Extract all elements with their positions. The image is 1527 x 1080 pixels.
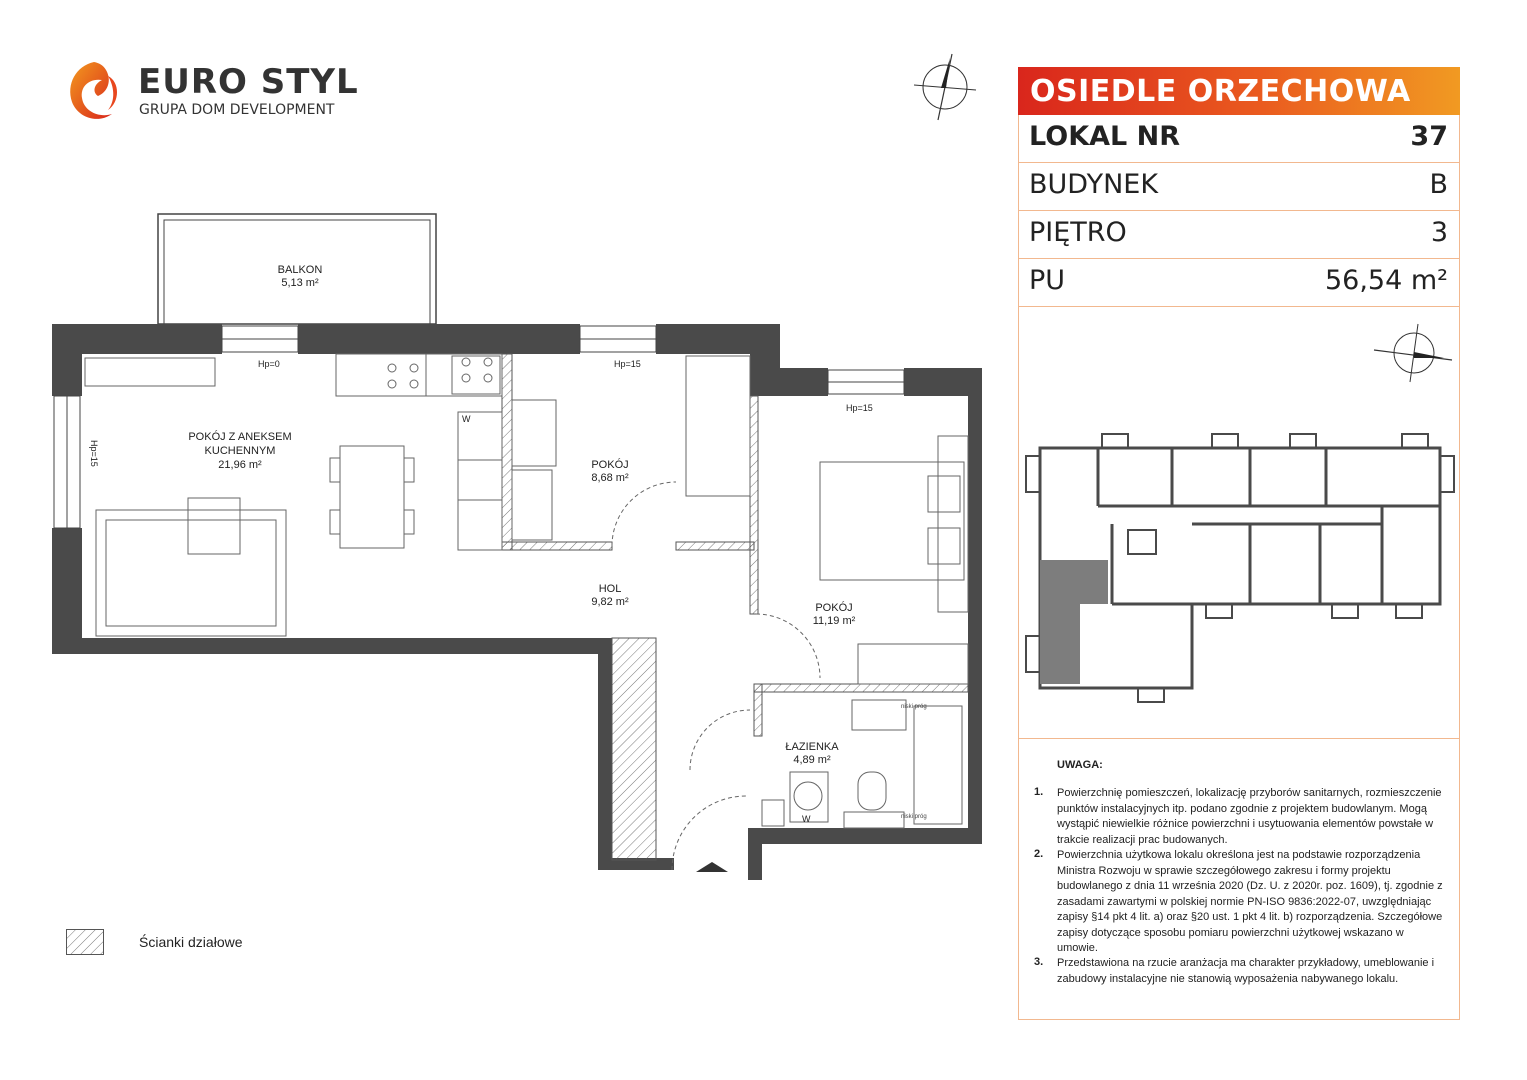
room-name-living-1: POKÓJ Z ANEKSEM bbox=[188, 430, 291, 443]
legend-label: Ścianki działowe bbox=[139, 934, 243, 950]
estate-name: OSIEDLE ORZECHOWA bbox=[1030, 74, 1411, 109]
window-height-mark: Hp=15 bbox=[846, 403, 873, 413]
room-name-living-2: KUCHENNYM bbox=[205, 445, 276, 457]
window-height-mark: Hp=15 bbox=[614, 359, 641, 369]
info-label: LOKAL NR bbox=[1029, 121, 1181, 152]
north-arrow-icon bbox=[913, 53, 977, 121]
north-arrow-icon bbox=[1373, 323, 1453, 383]
room-area-living: 21,96 m² bbox=[218, 459, 262, 471]
note-number: 3. bbox=[1034, 956, 1044, 968]
room-area-pokoj-2: 11,19 m² bbox=[813, 615, 856, 627]
note-text: Przedstawiona na rzucie aranżacja ma cha… bbox=[1057, 957, 1435, 985]
window-height-mark: Hp=0 bbox=[258, 359, 280, 369]
note-text: Powierzchnię pomieszczeń, lokalizację pr… bbox=[1057, 787, 1442, 846]
brand-name: EURO STYL bbox=[138, 62, 359, 102]
floor-plan: BALKON 5,13 m² POKÓJ Z ANEKSEM KUCHENNYM… bbox=[52, 213, 982, 880]
info-value: 37 bbox=[1410, 121, 1448, 152]
room-name-pokoj-2: POKÓJ bbox=[815, 601, 852, 614]
info-value: B bbox=[1429, 169, 1448, 200]
euro-styl-logo bbox=[70, 62, 117, 119]
window-height-mark: Hp=15 bbox=[89, 440, 99, 467]
info-value: 3 bbox=[1430, 217, 1448, 248]
brand-subtitle: GRUPA DOM DEVELOPMENT bbox=[139, 102, 335, 118]
room-name-lazienka: ŁAZIENKA bbox=[785, 741, 839, 753]
notes-title: UWAGA: bbox=[1057, 759, 1103, 771]
note-text: Powierzchnia użytkowa lokalu określona j… bbox=[1057, 849, 1443, 954]
room-name-balkon: BALKON bbox=[278, 264, 323, 276]
highlighted-apartment bbox=[1040, 560, 1108, 684]
info-row-pietro: PIĘTRO 3 bbox=[1018, 211, 1460, 259]
exterior-walls bbox=[52, 324, 982, 880]
info-value: 56,54 m² bbox=[1324, 265, 1448, 296]
info-label: PIĘTRO bbox=[1029, 217, 1127, 248]
note-number: 1. bbox=[1034, 786, 1044, 798]
threshold-label: niski próg bbox=[901, 814, 927, 820]
room-area-hol: 9,82 m² bbox=[591, 596, 629, 608]
notes-separator bbox=[1018, 738, 1460, 739]
legend-hatch-swatch bbox=[66, 929, 104, 955]
info-row-budynek: BUDYNEK B bbox=[1018, 163, 1460, 211]
water-mark: W bbox=[802, 814, 811, 824]
info-label: PU bbox=[1029, 265, 1066, 296]
room-area-balkon: 5,13 m² bbox=[281, 277, 319, 289]
room-name-hol: HOL bbox=[599, 583, 622, 595]
threshold-label: niski próg bbox=[901, 704, 927, 710]
info-row-lokal: LOKAL NR 37 bbox=[1018, 115, 1460, 163]
room-area-lazienka: 4,89 m² bbox=[793, 754, 831, 766]
room-area-pokoj-1: 8,68 m² bbox=[591, 472, 629, 484]
panel-header bbox=[1018, 67, 1460, 115]
info-label: BUDYNEK bbox=[1029, 169, 1159, 200]
note-number: 2. bbox=[1034, 848, 1044, 860]
info-row-pu: PU 56,54 m² bbox=[1018, 259, 1460, 307]
building-key-plan bbox=[1025, 433, 1455, 703]
room-name-pokoj-1: POKÓJ bbox=[591, 458, 628, 471]
entrance-arrow-icon bbox=[696, 862, 728, 872]
water-mark: W bbox=[462, 414, 471, 424]
